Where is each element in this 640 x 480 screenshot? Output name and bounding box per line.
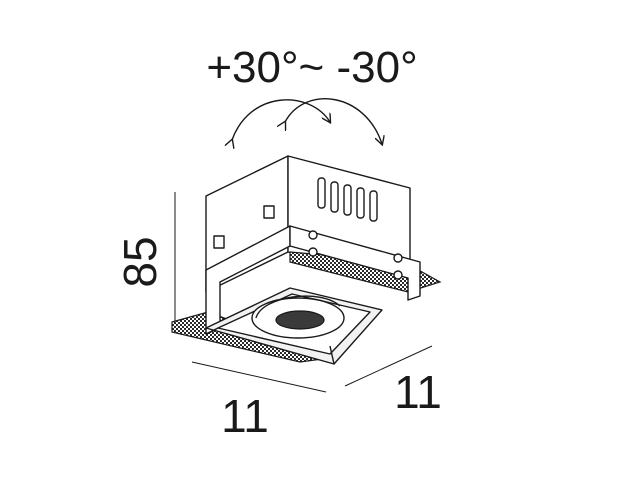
spring-clip [263, 205, 275, 219]
height-label: 85 [114, 236, 166, 287]
depth-dimension [344, 345, 433, 387]
vent-slots [317, 177, 378, 222]
tilt-angle-label: +30°~ -30° [206, 43, 417, 92]
tilt-arrow-left [232, 99, 330, 140]
depth-label: 11 [394, 366, 442, 418]
frame-right-face [289, 225, 421, 301]
tilt-arrows [232, 98, 382, 144]
screw [308, 230, 318, 240]
width-label: 11 [221, 390, 269, 442]
width-dimension [191, 361, 327, 393]
recessed-housing [171, 155, 442, 365]
lamp-reflector [275, 310, 325, 330]
tilt-arrow-right [285, 98, 382, 144]
